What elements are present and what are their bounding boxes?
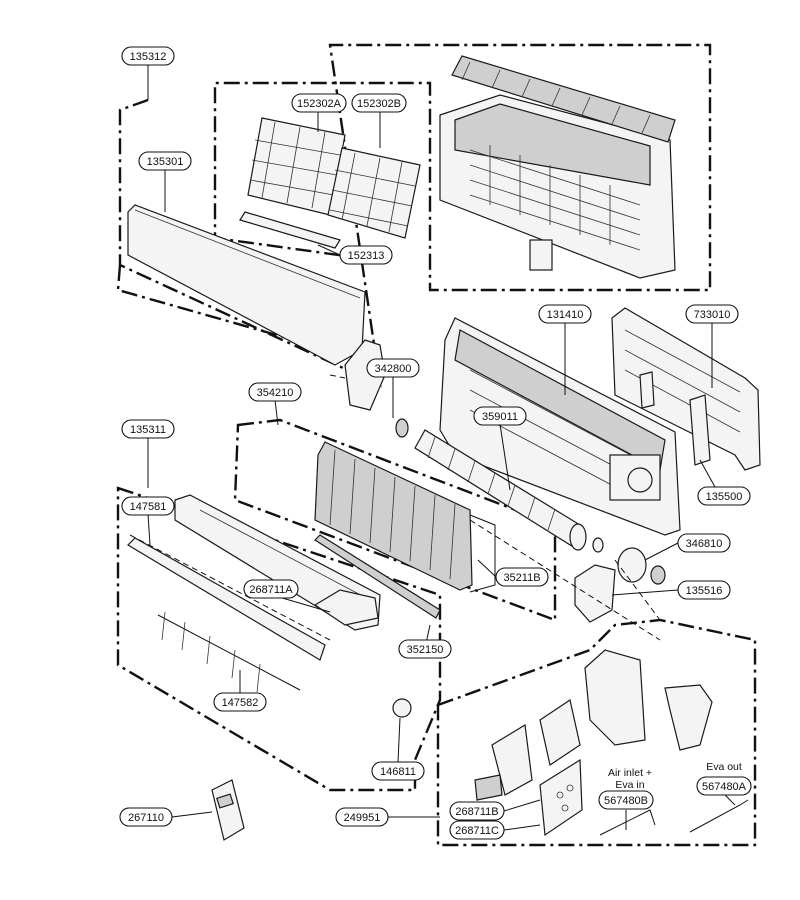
- callout-354210: 354210: [248, 382, 302, 402]
- note-eva-in: Eva in: [615, 779, 644, 791]
- control-box-cover: [491, 699, 581, 796]
- callout-268711A: 268711A: [243, 579, 299, 599]
- svg-text:268711C: 268711C: [455, 825, 499, 837]
- svg-text:352150: 352150: [407, 644, 444, 656]
- callout-147581: 147581: [121, 496, 175, 516]
- svg-text:135311: 135311: [130, 424, 166, 436]
- callout-567480A: 567480A: [696, 776, 752, 796]
- callout-567480B: 567480B: [598, 790, 654, 810]
- callout-147582: 147582: [213, 692, 267, 712]
- connecting-rod: [314, 534, 441, 619]
- terminal-block: [474, 774, 503, 801]
- svg-text:147582: 147582: [222, 697, 259, 709]
- svg-text:567480B: 567480B: [604, 795, 648, 807]
- deodorizing-filter: [239, 211, 341, 249]
- remote-controller: [211, 779, 245, 841]
- callout-733010: 733010: [685, 304, 739, 324]
- clip: [639, 371, 655, 409]
- svg-text:359011: 359011: [482, 411, 518, 423]
- alignment-lines: [129, 374, 661, 641]
- callout-135312: 135312: [121, 46, 175, 66]
- sensor-wire-eva-in: [599, 809, 656, 836]
- svg-text:733010: 733010: [694, 309, 731, 321]
- callout-135516: 135516: [677, 580, 731, 600]
- leader-lines: [147, 65, 736, 831]
- svg-text:354210: 354210: [257, 387, 294, 399]
- control-housing: [584, 649, 713, 751]
- svg-text:152302B: 152302B: [357, 98, 401, 110]
- callout-146811: 146811: [371, 761, 425, 781]
- callout-152313: 152313: [339, 245, 393, 265]
- callout-131410: 131410: [538, 304, 592, 324]
- svg-text:346810: 346810: [686, 538, 723, 550]
- evaporator: [314, 441, 496, 593]
- group-outline-354210: [233, 418, 557, 622]
- chassis: [439, 317, 681, 536]
- svg-text:152302A: 152302A: [297, 98, 342, 110]
- bezel-frame: [439, 94, 676, 279]
- callout-152302A: 152302A: [291, 93, 347, 113]
- motor-holder: [574, 564, 616, 623]
- svg-text:135301: 135301: [147, 156, 184, 168]
- svg-text:146811: 146811: [380, 766, 416, 778]
- callout-346810: 346810: [677, 533, 731, 553]
- svg-text:249951: 249951: [344, 812, 381, 824]
- callout-268711B: 268711B: [449, 801, 505, 821]
- svg-text:135516: 135516: [686, 585, 723, 597]
- note-air-inlet: Air inlet +: [608, 767, 652, 779]
- step-motor: [313, 589, 379, 626]
- callout-268711C: 268711C: [449, 820, 505, 840]
- svg-text:131410: 131410: [547, 309, 584, 321]
- callout-352150: 352150: [398, 639, 452, 659]
- pcb-assembly: [539, 758, 583, 837]
- callout-135500: 135500: [697, 486, 751, 506]
- top-grille: [451, 55, 676, 143]
- louver-set: [157, 611, 301, 693]
- svg-text:35211B: 35211B: [503, 572, 540, 584]
- note-eva-out: Eva out: [706, 761, 742, 773]
- bearing: [395, 418, 409, 438]
- swing-motor: [392, 698, 412, 718]
- callout-135311: 135311: [121, 419, 175, 439]
- svg-text:152313: 152313: [348, 250, 385, 262]
- sensor-wire-eva-out: [689, 799, 749, 833]
- svg-text:268711B: 268711B: [455, 806, 498, 818]
- svg-text:135500: 135500: [706, 491, 743, 503]
- svg-text:135312: 135312: [130, 51, 167, 63]
- callout-135301: 135301: [138, 151, 192, 171]
- svg-text:267110: 267110: [128, 812, 164, 824]
- air-filter-left: [247, 117, 346, 216]
- svg-text:567480A: 567480A: [702, 781, 747, 793]
- callout-342800: 342800: [366, 358, 420, 378]
- svg-text:147581: 147581: [130, 501, 167, 513]
- vane: [127, 537, 326, 661]
- group-outline-135312: [118, 43, 712, 388]
- air-filter-right: [327, 147, 421, 239]
- callout-267110: 267110: [119, 807, 173, 827]
- svg-text:268711A: 268711A: [249, 584, 293, 596]
- callout-249951: 249951: [335, 807, 389, 827]
- drain-bracket: [689, 394, 711, 466]
- callout-152302B: 152302B: [351, 93, 407, 113]
- callout-35211B: 35211B: [495, 567, 549, 587]
- callout-359011: 359011: [473, 406, 527, 426]
- fan-motor: [592, 537, 666, 585]
- svg-text:342800: 342800: [375, 363, 412, 375]
- group-outline-249951: [436, 618, 757, 847]
- cross-flow-fan: [414, 429, 587, 551]
